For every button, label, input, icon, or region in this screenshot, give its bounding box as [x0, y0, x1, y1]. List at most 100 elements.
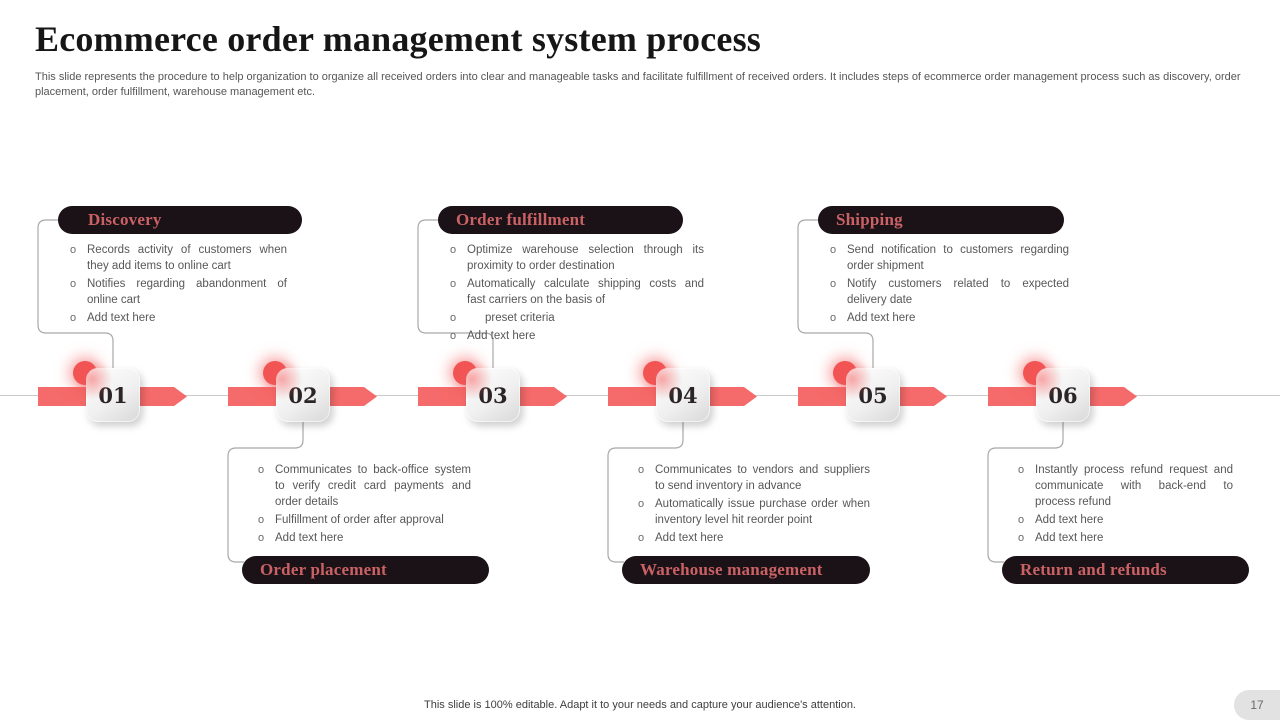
- block-discovery-pill: Discovery: [58, 206, 302, 234]
- timeline-bar-left-1: [38, 387, 93, 406]
- block-return-refunds: o Instantly process refund request and co…: [1002, 462, 1249, 584]
- bullet-marker: o: [830, 278, 837, 290]
- bullet-text: Communicates to vendors and suppliers to…: [655, 464, 870, 492]
- block-discovery-items: o Records activity of customers when they…: [58, 242, 302, 326]
- page-number-badge: 17: [1234, 690, 1280, 720]
- block-order-fulfillment: Order fulfillment o Optimize warehouse se…: [438, 206, 722, 346]
- block-order-placement-title: Order placement: [260, 560, 387, 579]
- bullet-marker: o: [258, 514, 265, 526]
- connector-step-1: [37, 219, 114, 368]
- bullet-marker: o: [450, 244, 457, 256]
- bullet-text: Add text here: [87, 312, 156, 324]
- timeline-bar-left-5: [798, 387, 853, 406]
- bullet-text: Add text here: [467, 330, 536, 342]
- block-warehouse-management-title: Warehouse management: [640, 560, 823, 579]
- timeline-arrow-2: [323, 387, 377, 406]
- bullet-marker: o: [258, 532, 265, 544]
- timeline-arrow-4: [703, 387, 757, 406]
- block-shipping: Shipping o Send notification to customers…: [818, 206, 1069, 328]
- bullet-item: o Add text here: [70, 310, 302, 326]
- timeline-arrow-6: [1083, 387, 1137, 406]
- bullet-text: Add text here: [275, 532, 344, 544]
- timeline-bar-left-3: [418, 387, 473, 406]
- step-card-6: 06: [1036, 368, 1090, 422]
- bullet-marker: o: [450, 312, 457, 324]
- bullet-marker: o: [1018, 532, 1025, 544]
- bullet-text: Add text here: [655, 532, 724, 544]
- bullet-text: Automatically calculate shipping costs a…: [467, 278, 704, 306]
- step-number-2: 02: [288, 382, 318, 408]
- bullet-text: Communicates to back-office system to ve…: [275, 464, 471, 508]
- block-order-fulfillment-pill: Order fulfillment: [438, 206, 683, 234]
- step-card-4: 04: [656, 368, 710, 422]
- bullet-item: o Notify customers related to expected de…: [830, 276, 1069, 308]
- page-title: Ecommerce order management system proces…: [35, 19, 762, 59]
- step-number-6: 06: [1048, 382, 1078, 408]
- bullet-text: Optimize warehouse selection through its…: [467, 244, 704, 272]
- bullet-item: o preset criteria: [450, 310, 722, 326]
- block-discovery-title: Discovery: [88, 210, 162, 229]
- bullet-item: o Add text here: [450, 328, 722, 344]
- block-order-fulfillment-title: Order fulfillment: [456, 210, 586, 229]
- block-order-fulfillment-items: o Optimize warehouse selection through it…: [438, 242, 722, 344]
- bullet-marker: o: [450, 278, 457, 290]
- bullet-marker: o: [450, 330, 457, 342]
- bullet-text: Add text here: [1035, 532, 1104, 544]
- bullet-marker: o: [638, 464, 645, 476]
- bullet-marker: o: [70, 278, 77, 290]
- bullet-text: Fulfillment of order after approval: [275, 514, 444, 526]
- block-order-placement-items: o Communicates to back-office system to v…: [242, 462, 489, 546]
- timeline-arrow-1: [133, 387, 187, 406]
- bullet-text: Send notification to customers regarding…: [847, 244, 1069, 272]
- timeline-bar-left-4: [608, 387, 663, 406]
- timeline-arrow-3: [513, 387, 567, 406]
- connector-step-3: [417, 219, 494, 368]
- bullet-text: preset criteria: [485, 312, 555, 324]
- connector-step-5: [797, 219, 874, 368]
- step-card-1: 01: [86, 368, 140, 422]
- block-return-refunds-title: Return and refunds: [1020, 560, 1167, 579]
- slide-subtitle: This slide represents the procedure to h…: [35, 71, 1241, 98]
- bullet-item: o Fulfillment of order after approval: [258, 512, 489, 528]
- step-card-2: 02: [276, 368, 330, 422]
- bullet-item: o Optimize warehouse selection through it…: [450, 242, 722, 274]
- bullet-text: Instantly process refund request and com…: [1035, 464, 1233, 508]
- timeline-arrow-5: [893, 387, 947, 406]
- bullet-marker: o: [70, 312, 77, 324]
- step-number-4: 04: [668, 382, 698, 408]
- step-number-1: 01: [98, 382, 128, 408]
- bullet-text: Records activity of customers when they …: [87, 244, 287, 272]
- bullet-item: o Add text here: [258, 530, 489, 546]
- bullet-item: o Automatically calculate shipping costs …: [450, 276, 722, 308]
- bullet-item: o Notifies regarding abandonment of onlin…: [70, 276, 302, 308]
- bullet-marker: o: [638, 498, 645, 510]
- timeline-bar-left-2: [228, 387, 283, 406]
- block-shipping-title: Shipping: [836, 210, 903, 229]
- bullet-marker: o: [830, 312, 837, 324]
- block-discovery: Discovery o Records activity of customers…: [58, 206, 302, 328]
- block-order-placement-pill: Order placement: [242, 556, 489, 584]
- step-card-3: 03: [466, 368, 520, 422]
- bullet-text: Notifies regarding abandonment of online…: [87, 278, 287, 306]
- step-number-5: 05: [858, 382, 888, 408]
- block-warehouse-management-pill: Warehouse management: [622, 556, 870, 584]
- bullet-text: Notify customers related to expected del…: [847, 278, 1069, 306]
- bullet-marker: o: [1018, 514, 1025, 526]
- block-order-placement: o Communicates to back-office system to v…: [242, 462, 489, 584]
- footer-note: This slide is 100% editable. Adapt it to…: [424, 699, 856, 711]
- connector-step-2: [227, 422, 304, 563]
- connector-step-4: [607, 422, 684, 563]
- block-shipping-items: o Send notification to customers regardin…: [818, 242, 1069, 326]
- block-return-refunds-items: o Instantly process refund request and co…: [1002, 462, 1249, 546]
- bullet-marker: o: [1018, 464, 1025, 476]
- block-shipping-pill: Shipping: [818, 206, 1064, 234]
- block-return-refunds-pill: Return and refunds: [1002, 556, 1249, 584]
